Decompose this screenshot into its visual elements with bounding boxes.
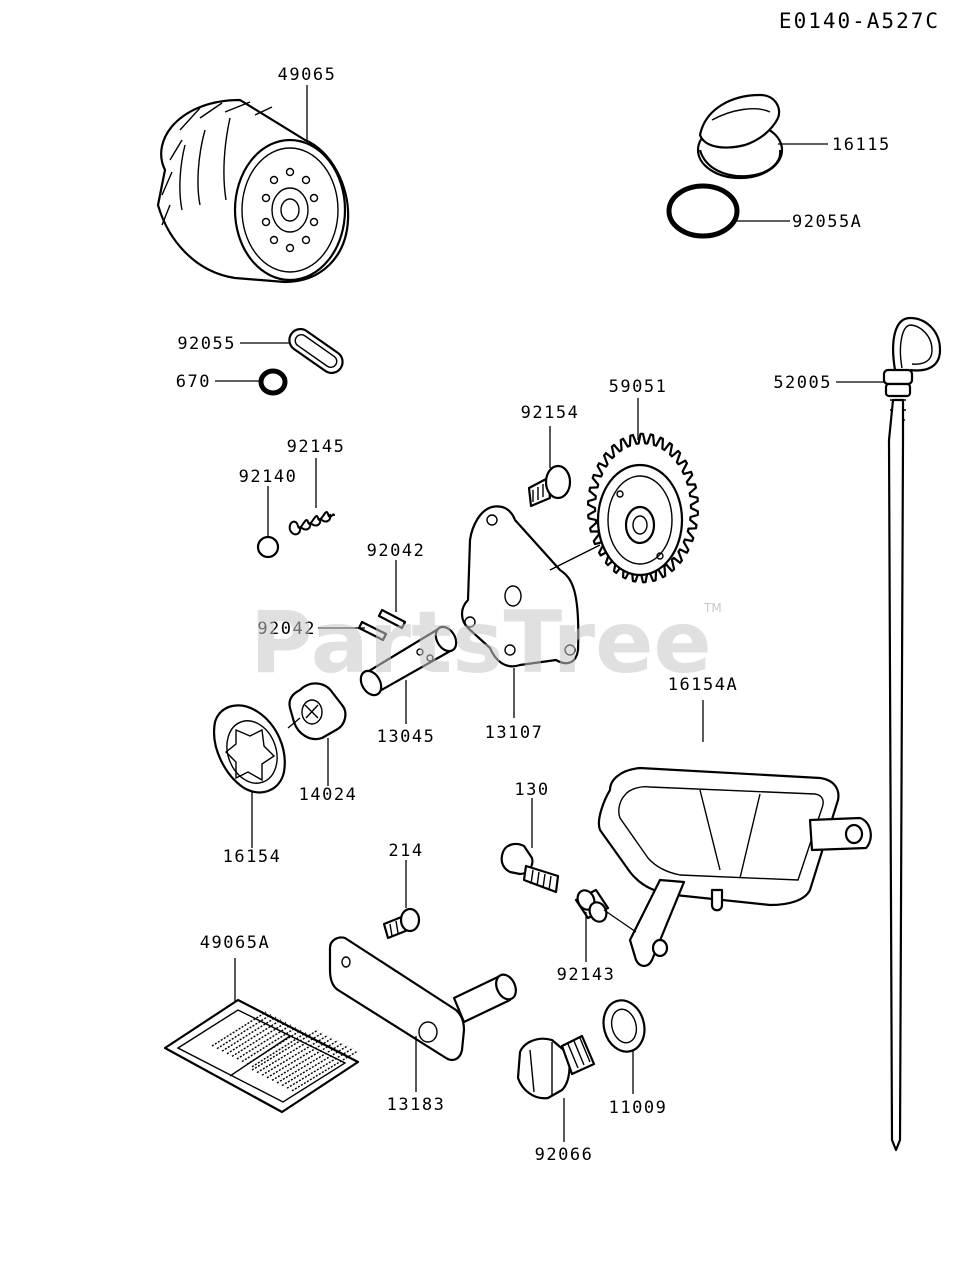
- bolt-214-drawing[interactable]: [382, 907, 421, 940]
- collar-92143-drawing[interactable]: [574, 888, 610, 925]
- spring-92145-drawing[interactable]: [288, 511, 335, 536]
- label-92042-lower[interactable]: 92042: [257, 619, 316, 639]
- mesh-line: [226, 1019, 282, 1055]
- label-92066[interactable]: 92066: [535, 1145, 594, 1165]
- inner-rotor-16154-drawing[interactable]: [288, 682, 347, 741]
- filter-mesh: [211, 1011, 359, 1092]
- label-670[interactable]: 670: [176, 372, 211, 392]
- label-92140[interactable]: 92140: [239, 467, 298, 487]
- mesh-line: [246, 1029, 302, 1065]
- gear-59051-drawing[interactable]: [587, 432, 699, 584]
- label-92042-upper[interactable]: 92042: [367, 541, 426, 561]
- bolt-92154-drawing[interactable]: [527, 464, 572, 508]
- mesh-line: [281, 1045, 349, 1087]
- label-16154a[interactable]: 16154: [223, 847, 282, 867]
- ball-92140-drawing[interactable]: [256, 535, 280, 559]
- shaft-13107-drawing[interactable]: [357, 623, 461, 699]
- washer-11009-drawing[interactable]: [598, 996, 650, 1057]
- gasket-92055-drawing[interactable]: [285, 325, 347, 377]
- label-92055a[interactable]: 92055A: [792, 212, 862, 232]
- watermark-text: PartsTree: [250, 593, 712, 693]
- screen-filter-49065a-drawing[interactable]: [163, 998, 360, 1114]
- label-49065[interactable]: 49065: [278, 65, 337, 85]
- mesh-line: [251, 1032, 307, 1068]
- oil-cap-drawing[interactable]: [696, 93, 784, 180]
- label-92055[interactable]: 92055: [177, 334, 236, 354]
- label-92145[interactable]: 92145: [287, 437, 346, 457]
- pump-cover-14024-drawing[interactable]: [460, 505, 601, 668]
- mesh-line: [256, 1032, 324, 1074]
- bolt-130-drawing[interactable]: [500, 842, 560, 894]
- o-ring-92055a-drawing[interactable]: [666, 183, 740, 239]
- label-13045[interactable]: 16154A: [668, 675, 738, 695]
- strainer-13045-drawing[interactable]: [597, 766, 872, 968]
- pin-92042-lower-drawing[interactable]: [357, 620, 388, 642]
- leader-16154-link: [287, 717, 301, 729]
- label-13107[interactable]: 13045: [377, 727, 436, 747]
- drain-plug-92066-drawing[interactable]: [516, 1034, 596, 1100]
- label-49065a[interactable]: 49065A: [200, 933, 270, 953]
- label-92154[interactable]: 92154: [521, 403, 580, 423]
- mesh-line: [241, 1027, 297, 1063]
- label-130[interactable]: 130: [514, 780, 549, 800]
- label-11009[interactable]: 11009: [609, 1098, 668, 1118]
- mesh-line: [271, 1039, 339, 1081]
- outer-rotor-16154a-drawing[interactable]: [212, 704, 286, 794]
- mesh-line: [211, 1011, 267, 1047]
- label-59051[interactable]: 59051: [609, 377, 668, 397]
- mesh-line: [261, 1034, 329, 1076]
- label-16115[interactable]: 16115: [832, 135, 891, 155]
- mesh-line: [291, 1050, 359, 1092]
- mesh-line: [251, 1029, 319, 1071]
- watermark-trademark: TM: [703, 601, 722, 615]
- dipstick-drawing[interactable]: [882, 316, 942, 1152]
- plate-13183-drawing[interactable]: [328, 936, 520, 1061]
- label-92143[interactable]: 92143: [557, 965, 616, 985]
- mesh-line: [216, 1014, 272, 1050]
- leader-92143-link: [603, 909, 637, 933]
- pin-92042-upper-drawing[interactable]: [377, 608, 407, 630]
- mesh-line: [276, 1042, 344, 1084]
- mesh-line: [266, 1037, 334, 1079]
- label-214[interactable]: 214: [388, 841, 423, 861]
- diagram-code: E0140-A527C: [779, 9, 940, 33]
- label-52005[interactable]: 52005: [773, 373, 832, 393]
- oil-filter-drawing[interactable]: [156, 98, 350, 284]
- mesh-line: [236, 1024, 292, 1060]
- label-14024[interactable]: 13107: [485, 723, 544, 743]
- o-ring-670-drawing[interactable]: [258, 368, 288, 396]
- mesh-line: [231, 1021, 287, 1057]
- mesh-line: [286, 1047, 354, 1089]
- label-16154[interactable]: 14024: [299, 785, 358, 805]
- mesh-line: [221, 1016, 277, 1052]
- label-13183[interactable]: 13183: [387, 1095, 446, 1115]
